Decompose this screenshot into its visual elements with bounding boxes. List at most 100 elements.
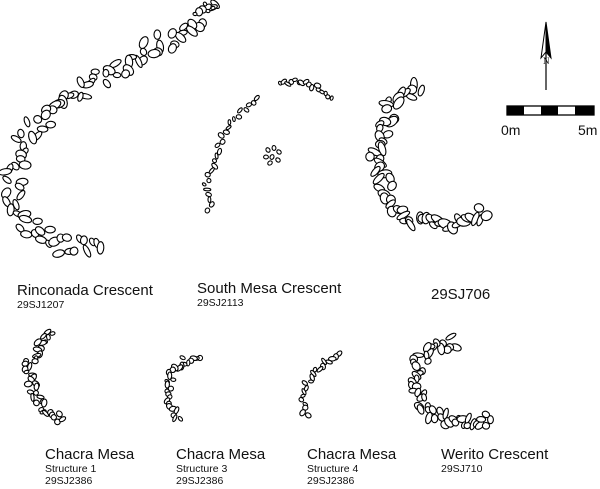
stone xyxy=(416,404,425,415)
stone xyxy=(304,412,312,419)
stone xyxy=(52,249,65,258)
scale-start-label: 0m xyxy=(501,122,521,138)
site-number: 29SJ2386 xyxy=(45,475,93,488)
stone xyxy=(219,138,226,145)
scale-end-label: 5m xyxy=(578,122,598,138)
stone xyxy=(216,147,223,156)
stone xyxy=(40,109,51,121)
north-letter: N xyxy=(543,56,550,66)
site-name: Chacra Mesa xyxy=(176,446,266,463)
stone xyxy=(202,1,208,7)
stone xyxy=(476,416,487,423)
stone xyxy=(227,119,232,126)
stone xyxy=(392,96,405,110)
stone xyxy=(208,201,215,208)
stone xyxy=(76,76,85,88)
stone xyxy=(44,225,56,234)
stone xyxy=(263,154,269,160)
stone xyxy=(49,331,56,336)
stone xyxy=(45,120,57,129)
site-label-rinconada: Rinconada Crescent 29SJ1207 xyxy=(17,282,153,311)
stone xyxy=(445,332,457,341)
stone xyxy=(232,116,236,123)
stone xyxy=(96,241,105,255)
stone xyxy=(210,5,216,11)
site-number: 29SJ1207 xyxy=(17,299,65,312)
stone xyxy=(316,366,324,373)
stone xyxy=(28,130,38,145)
stone xyxy=(167,371,173,380)
stone xyxy=(301,380,308,386)
stone xyxy=(250,100,257,106)
stone xyxy=(40,398,48,408)
stone xyxy=(291,77,298,83)
stone xyxy=(365,151,375,162)
stone xyxy=(147,48,161,59)
stone xyxy=(271,145,277,151)
stone xyxy=(299,409,306,417)
stone xyxy=(381,104,393,114)
stone xyxy=(204,171,211,178)
stone xyxy=(464,412,472,424)
stone xyxy=(424,357,432,365)
stone xyxy=(406,218,416,232)
stone xyxy=(387,180,397,192)
stone xyxy=(487,415,494,425)
site-name: 29SJ706 xyxy=(431,286,491,303)
north-arrow: N xyxy=(540,21,552,90)
stone xyxy=(417,84,425,97)
stone xyxy=(179,355,186,361)
stone xyxy=(61,233,73,242)
structure-label: Structure 1 xyxy=(45,463,97,476)
stone xyxy=(276,149,282,155)
stone xyxy=(34,226,46,236)
site-name: Chacra Mesa xyxy=(45,446,135,463)
stone xyxy=(23,380,33,388)
stone xyxy=(428,405,437,415)
stone xyxy=(201,182,207,187)
structure-label: Structure 3 xyxy=(176,463,228,476)
stone xyxy=(222,129,230,135)
stone xyxy=(203,187,212,192)
stone xyxy=(0,167,13,176)
site-name: Chacra Mesa xyxy=(307,446,397,463)
site-label-chacra-mesa-4: Chacra Mesa Structure 4 29SJ2386 xyxy=(307,446,396,487)
site-label-29sj706: 29SJ706 xyxy=(431,286,490,303)
stone xyxy=(414,387,422,398)
stone xyxy=(237,107,243,114)
stone xyxy=(32,217,43,225)
scale-bar xyxy=(506,105,595,116)
stone xyxy=(481,421,491,430)
stone xyxy=(2,175,12,184)
site-name: Rinconada Crescent xyxy=(17,282,153,299)
stone xyxy=(225,124,232,131)
stone xyxy=(32,399,40,407)
stone xyxy=(275,157,281,163)
stone xyxy=(211,158,218,164)
site-number: 29SJ710 xyxy=(441,463,483,476)
stone xyxy=(10,135,22,143)
stone xyxy=(269,154,275,160)
stone xyxy=(308,379,314,384)
stone xyxy=(442,407,449,420)
stone xyxy=(480,210,493,222)
stone xyxy=(82,244,92,258)
stone xyxy=(153,29,162,40)
stone xyxy=(192,11,198,17)
stone xyxy=(14,182,25,191)
stone xyxy=(265,147,271,153)
stone xyxy=(284,81,292,87)
site-label-werito: Werito Crescent 29SJ710 xyxy=(441,446,548,475)
stone xyxy=(253,94,260,102)
stone xyxy=(327,356,337,362)
stone xyxy=(30,392,35,402)
stone xyxy=(138,36,149,50)
stone xyxy=(121,69,131,79)
site-number: 29SJ2386 xyxy=(307,475,355,488)
stone xyxy=(102,68,110,78)
site-label-south-mesa: South Mesa Crescent 29SJ2113 xyxy=(197,280,341,309)
stone xyxy=(372,172,385,185)
stone xyxy=(139,47,148,57)
stone xyxy=(214,152,219,160)
stone xyxy=(18,160,32,170)
